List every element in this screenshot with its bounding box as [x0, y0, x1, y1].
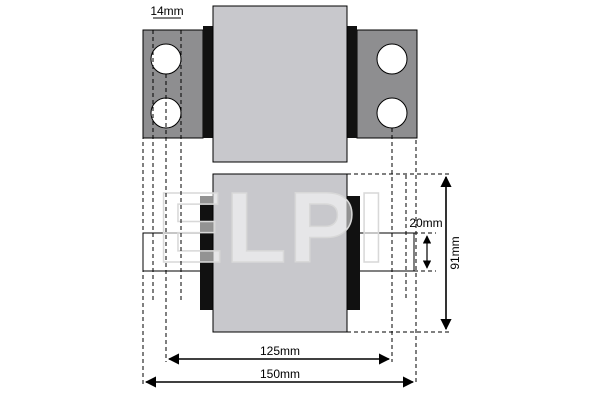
side-view: [142, 173, 415, 333]
dimension-overall-length: 150mm: [144, 367, 415, 388]
bolt-hole-icon: [376, 43, 408, 75]
right-rubber-top: [347, 26, 357, 138]
dimension-hole-spacing: 14mm: [150, 4, 184, 19]
bushing-body-side: [212, 173, 348, 333]
bushing-body-top: [212, 5, 348, 163]
dimension-label-125mm: 125mm: [260, 344, 300, 358]
left-rubber-top: [203, 26, 213, 138]
left-rubber-side: [200, 196, 213, 310]
bolt-hole-icon: [376, 97, 408, 129]
dimension-shaft-height: 20mm: [409, 216, 443, 269]
construction-lines: [142, 30, 452, 384]
dimension-label-14mm: 14mm: [150, 4, 183, 18]
dimension-label-91mm: 91mm: [448, 236, 462, 269]
dimension-total-height: 91mm: [440, 175, 462, 331]
dimension-label-150mm: 150mm: [260, 367, 300, 381]
right-rubber-side: [347, 196, 360, 310]
watermark: ELPI: [157, 172, 387, 284]
dimension-label-20mm: 20mm: [409, 216, 442, 230]
bolt-hole-icon: [150, 43, 182, 75]
dimension-hole-centres: 125mm: [167, 344, 391, 365]
top-view: [142, 5, 418, 163]
